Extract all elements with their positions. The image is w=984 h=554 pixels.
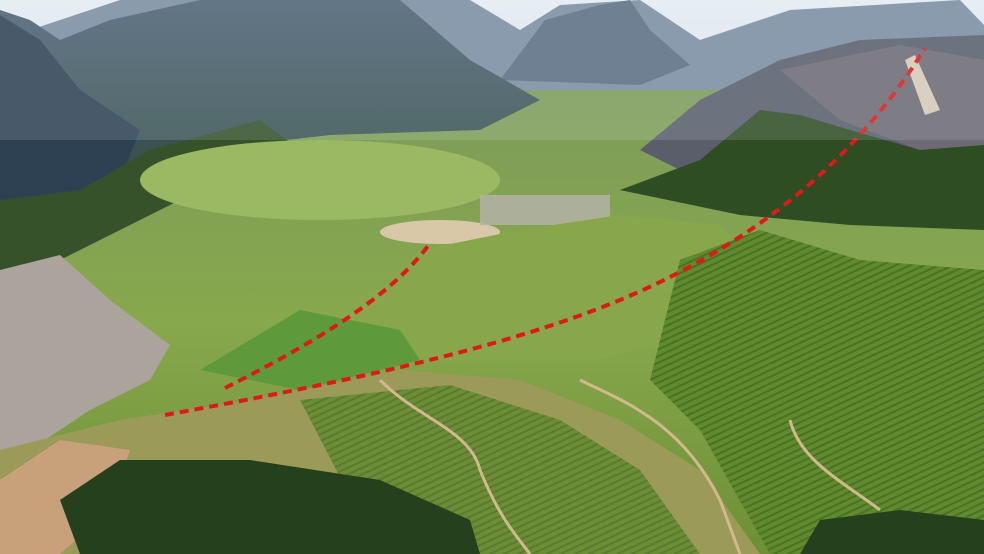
right-forest-bottom xyxy=(800,510,984,554)
green-slope xyxy=(200,310,420,390)
dirt-road xyxy=(788,419,881,512)
foreground-forest xyxy=(60,460,480,554)
atmospheric-haze xyxy=(0,0,984,140)
town-left xyxy=(0,255,170,455)
route-line-main xyxy=(164,46,927,417)
central-peaks xyxy=(500,0,690,85)
central-hill xyxy=(330,215,760,360)
route-line-secondary xyxy=(224,241,432,390)
rock-scar xyxy=(905,55,940,115)
meadow xyxy=(140,140,500,220)
plantation-right xyxy=(650,230,984,554)
dirt-road xyxy=(378,378,532,554)
right-forest xyxy=(620,110,984,230)
soil-patch xyxy=(380,220,500,244)
rock-face xyxy=(780,45,984,150)
dirt-road xyxy=(579,378,742,554)
